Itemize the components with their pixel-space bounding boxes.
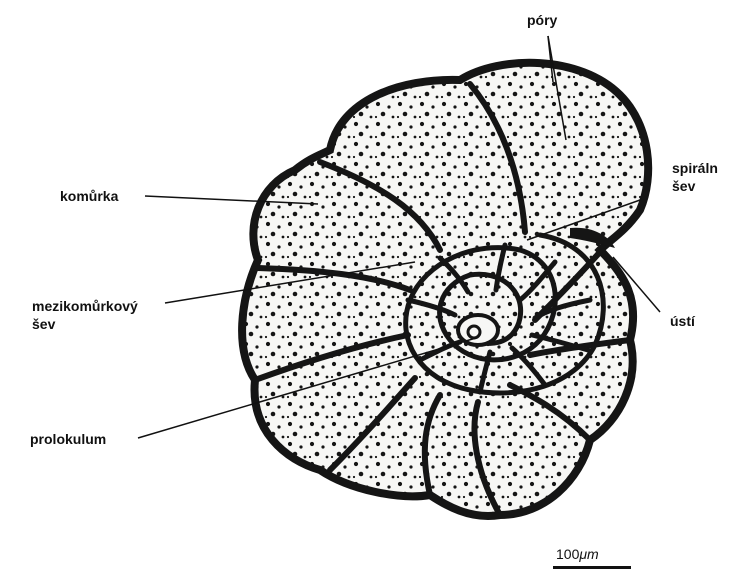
scale-bar-unit: μm: [579, 546, 598, 562]
label-usti: ústí: [670, 313, 695, 330]
label-spiralni-sev-line2: šev: [672, 178, 695, 195]
label-prolokulum: prolokulum: [30, 431, 106, 448]
label-komurka: komůrka: [60, 188, 118, 205]
label-spiralni-sev-line1: spiráln: [672, 160, 718, 177]
scale-bar: [553, 566, 631, 569]
scale-bar-label: 100μm: [556, 546, 599, 563]
label-mezikomurkovy-sev-line1: mezikomůrkový: [32, 298, 138, 315]
scale-bar-value: 100: [556, 546, 579, 562]
proloculum-chamber: [458, 315, 498, 345]
label-pory: póry: [527, 12, 557, 29]
label-mezikomurkovy-sev-line2: šev: [32, 316, 55, 333]
